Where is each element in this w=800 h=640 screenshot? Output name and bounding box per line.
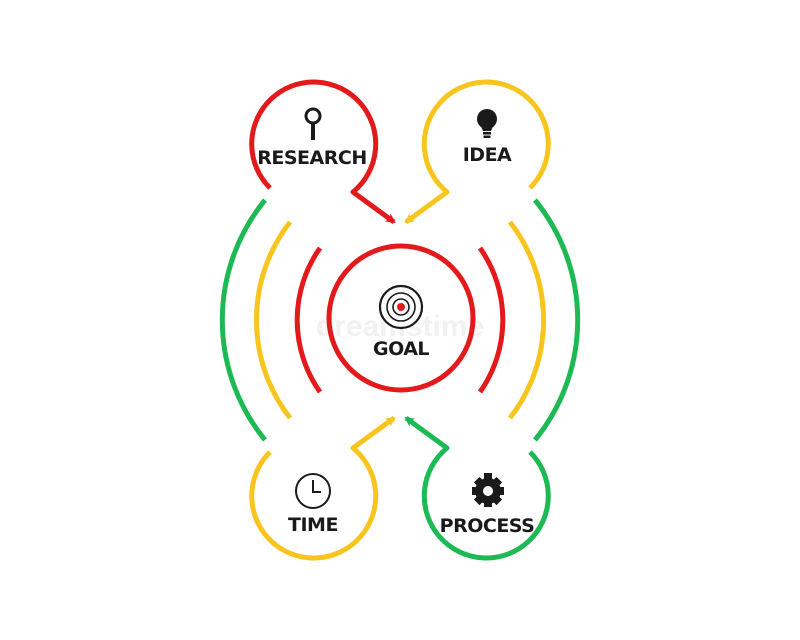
- outer-rings: [219, 198, 581, 442]
- research-node[interactable]: RESEARCH: [249, 79, 396, 225]
- time-node[interactable]: TIME: [249, 415, 396, 561]
- left-red-arc: [294, 246, 323, 394]
- right-yellow-arc: [508, 220, 546, 420]
- time-label: TIME: [288, 514, 338, 536]
- right-red-arc: [477, 246, 506, 394]
- gear-icon: [472, 473, 504, 507]
- left-green-arc: [219, 198, 267, 442]
- right-green-arc: [533, 198, 581, 442]
- lightbulb-icon: [477, 109, 497, 138]
- research-label: RESEARCH: [257, 147, 366, 169]
- goal-node[interactable]: GOAL: [326, 243, 476, 393]
- process-node[interactable]: PROCESS: [404, 415, 551, 561]
- left-yellow-arc: [254, 220, 292, 420]
- goal-label: GOAL: [373, 338, 429, 360]
- magnifier-icon: [304, 107, 322, 140]
- target-icon: [378, 284, 424, 330]
- idea-node[interactable]: IDEA: [404, 79, 551, 225]
- clock-icon: [295, 473, 331, 509]
- idea-label: IDEA: [463, 144, 512, 166]
- process-label: PROCESS: [440, 515, 535, 537]
